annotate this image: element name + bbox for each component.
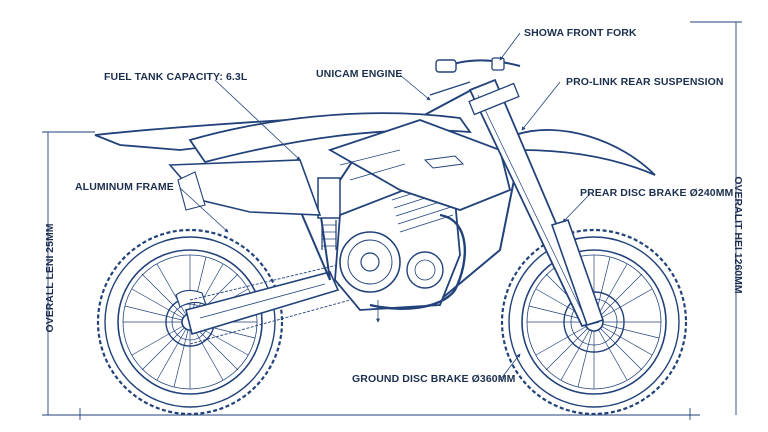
- label-rear-disc-brake: PREAR DISC BRAKE Ø240MM: [580, 187, 734, 199]
- label-ground-disc-brake: GROUND DISC BRAKE Ø360MM: [352, 373, 516, 385]
- fork-clamp: [468, 82, 520, 116]
- rear-rim: [117, 249, 263, 395]
- seat: [188, 112, 472, 164]
- label-front-fork: SHOWA FRONT FORK: [524, 27, 637, 39]
- label-rear-suspension: PRO-LINK REAR SUSPENSION: [566, 76, 724, 88]
- tank-shroud: [327, 119, 512, 211]
- front-fork: [468, 78, 605, 328]
- dimension-lines: [42, 21, 742, 420]
- front-fender: [513, 129, 656, 176]
- label-fuel-tank: FUEL TANK CAPACITY: 6.3L: [104, 71, 248, 83]
- bodywork: [94, 112, 512, 216]
- rear-caliper: [175, 289, 208, 308]
- rear-shock: [317, 177, 341, 250]
- front-rim: [521, 249, 667, 395]
- exhaust-header: [369, 213, 466, 310]
- leader-rear-disc: [562, 193, 591, 223]
- front-tire-outer: [500, 228, 688, 416]
- engine: [334, 178, 466, 311]
- drive-chain: [189, 261, 351, 345]
- overall-length-label: OVERALL LENI 25MM: [44, 223, 56, 333]
- leader-frame: [179, 187, 229, 233]
- label-engine: UNICAM ENGINE: [316, 68, 403, 80]
- leader-front-fork: [499, 32, 521, 61]
- leader-engine: [399, 74, 431, 101]
- handlebar: [429, 57, 521, 96]
- label-frame: ALUMINUM FRAME: [75, 181, 174, 193]
- swingarm: [185, 271, 340, 336]
- leader-fuel-tank: [214, 79, 301, 161]
- airbox-plate: [177, 171, 206, 211]
- rear-tire-outer: [96, 228, 284, 416]
- overall-height-label: OVERALIT HEI 1260MM: [732, 176, 744, 294]
- callout-leaders: [179, 32, 591, 381]
- leader-rear-suspension: [521, 81, 561, 131]
